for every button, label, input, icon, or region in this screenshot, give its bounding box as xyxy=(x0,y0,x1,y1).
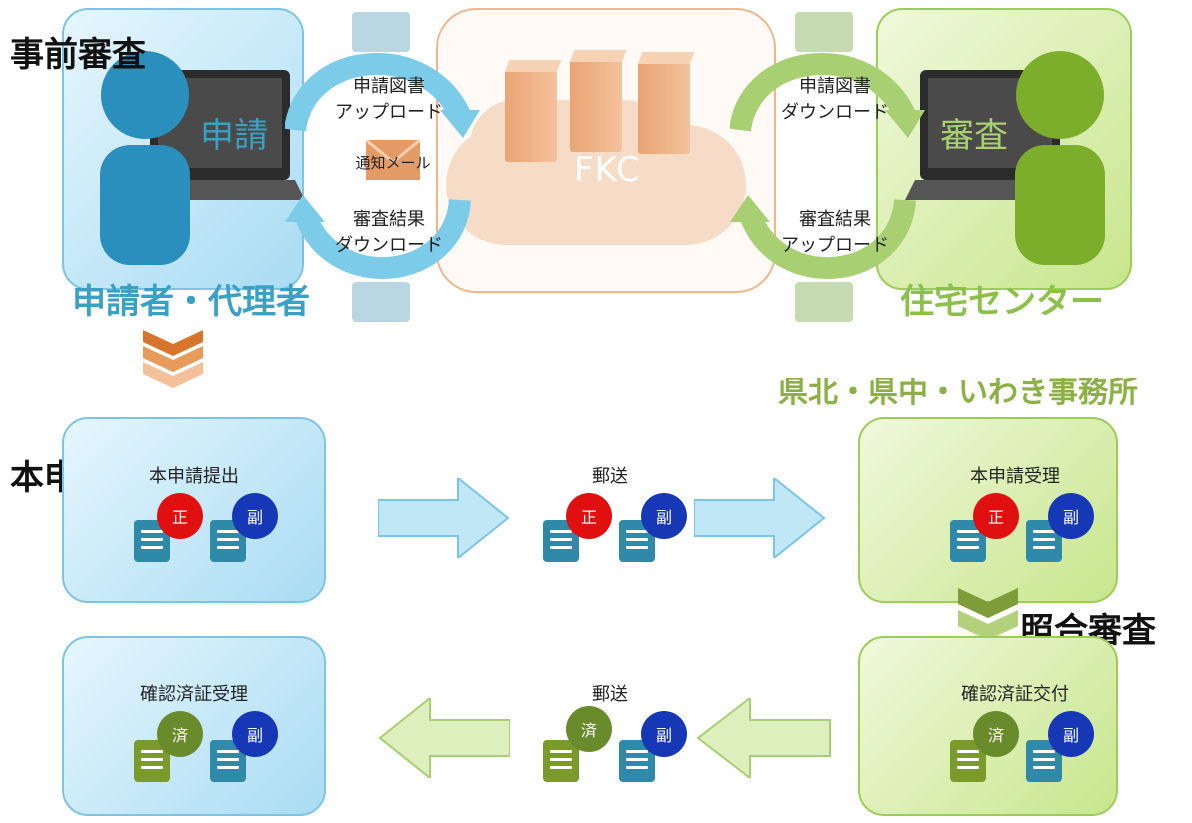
server-icon xyxy=(570,60,622,152)
done-badge: 済 xyxy=(157,711,203,757)
download-docs-arrow xyxy=(730,53,925,138)
left-arrow xyxy=(378,698,510,778)
done-badge: 済 xyxy=(566,706,612,752)
right-arrow xyxy=(694,478,826,558)
document-icon xyxy=(134,520,170,562)
original-badge: 正 xyxy=(973,493,1019,539)
original-badge: 正 xyxy=(157,493,203,539)
copy-badge: 副 xyxy=(641,493,687,539)
server-icon xyxy=(638,62,690,154)
applicant-screen-label: 申請 xyxy=(200,116,268,156)
pre-review-title: 事前審査 xyxy=(10,35,146,75)
copy-badge: 副 xyxy=(1048,493,1094,539)
mail-1-title: 郵送 xyxy=(592,466,628,487)
copy-badge: 副 xyxy=(232,711,278,757)
issue-card-title: 確認済証交付 xyxy=(961,684,1069,705)
upload-results-arrow xyxy=(730,195,916,279)
download-results-arrow xyxy=(285,195,471,279)
upload-results-caption: 審査結果 アップロード xyxy=(781,209,889,256)
accept-card-title: 確認済証受理 xyxy=(140,684,248,705)
copy-badge: 副 xyxy=(1048,711,1094,757)
folder-icon xyxy=(795,282,853,322)
reviewer-person-icon xyxy=(905,51,1105,265)
download-docs-caption: 申請図書 ダウンロード xyxy=(781,76,889,123)
notification-mail-caption: 通知メール xyxy=(355,154,431,172)
right-arrow xyxy=(378,478,510,558)
copy-badge: 副 xyxy=(232,493,278,539)
done-badge: 済 xyxy=(973,711,1019,757)
folder-icon xyxy=(352,12,410,52)
download-results-caption: 審査結果 ダウンロード xyxy=(335,209,443,256)
applicant-label: 申請者・代理者 xyxy=(72,282,310,322)
mail-icon xyxy=(366,140,420,180)
fkc-label: FKC xyxy=(574,150,641,190)
down-chevron-icon xyxy=(958,588,1018,640)
folder-icon xyxy=(352,282,410,322)
mail-2-title: 郵送 xyxy=(592,684,628,705)
server-icon xyxy=(505,70,557,162)
document-icon xyxy=(543,520,579,562)
housing-center-label: 住宅センター xyxy=(900,282,1104,322)
folder-icon xyxy=(795,12,853,52)
regional-office-label: 県北・県中・いわき事務所 xyxy=(778,378,1138,408)
upload-docs-caption: 申請図書 アップロード xyxy=(335,76,443,123)
applicant-person-icon xyxy=(100,51,305,265)
reviewer-screen-label: 審査 xyxy=(940,116,1008,156)
copy-badge: 副 xyxy=(641,711,687,757)
upload-arrow xyxy=(285,53,480,138)
original-badge: 正 xyxy=(566,493,612,539)
receive-card-title: 本申請受理 xyxy=(970,466,1060,487)
submit-card-title: 本申請提出 xyxy=(149,466,239,487)
document-icon xyxy=(543,740,579,782)
down-chevron-icon xyxy=(143,330,203,388)
left-arrow xyxy=(696,698,831,778)
